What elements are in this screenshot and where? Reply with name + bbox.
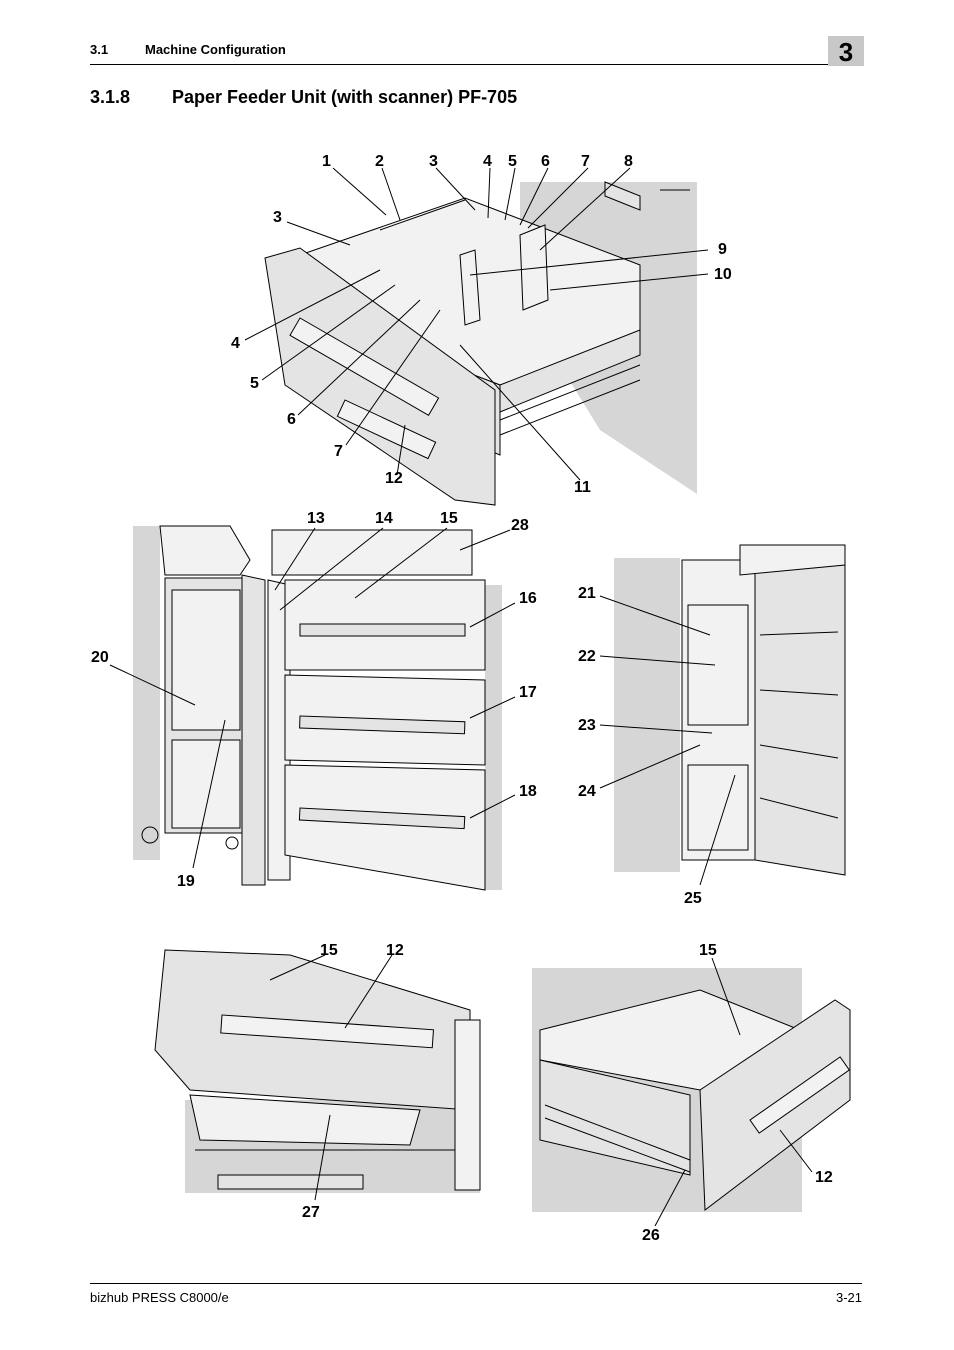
fig4-label-27: 27 bbox=[302, 1204, 320, 1221]
fig3-label-23: 23 bbox=[578, 717, 596, 734]
fig1-label-10: 10 bbox=[714, 266, 732, 283]
figure-tray-open: 1 2 3 4 5 6 7 8 9 10 3 4 5 6 7 12 11 bbox=[231, 153, 732, 506]
fig2-label-19: 19 bbox=[177, 873, 195, 890]
fig1-label-11: 11 bbox=[574, 479, 591, 496]
fig2-label-14: 14 bbox=[375, 510, 393, 527]
fig2-label-15: 15 bbox=[440, 510, 458, 527]
footer-rule bbox=[90, 1283, 862, 1284]
section-title: Paper Feeder Unit (with scanner) PF-705 bbox=[172, 87, 518, 107]
fig1-label-7b: 7 bbox=[334, 443, 343, 460]
fig2-label-16: 16 bbox=[519, 590, 537, 607]
fig3-label-24: 24 bbox=[578, 783, 596, 800]
fig1-label-3b: 3 bbox=[273, 209, 282, 226]
fig1-label-6b: 6 bbox=[287, 411, 296, 428]
fig1-label-5: 5 bbox=[508, 153, 517, 170]
fig2-label-28: 28 bbox=[511, 517, 529, 534]
fig1-label-7: 7 bbox=[581, 153, 590, 170]
fig1-label-2: 2 bbox=[375, 153, 384, 170]
fig1-label-4b: 4 bbox=[231, 335, 240, 352]
fig1-label-12: 12 bbox=[385, 470, 403, 487]
fig2-label-20: 20 bbox=[91, 649, 109, 666]
footer-page-number: 3-21 bbox=[835, 1290, 862, 1305]
header-section-title: Machine Configuration bbox=[145, 42, 286, 57]
footer-product: bizhub PRESS C8000/e bbox=[90, 1290, 229, 1305]
figure-cover-lifted: 15 12 27 bbox=[154, 942, 481, 1221]
fig1-label-9: 9 bbox=[718, 241, 727, 258]
fig3-label-21: 21 bbox=[578, 585, 596, 602]
fig1-label-8: 8 bbox=[624, 153, 633, 170]
fig5-label-15: 15 bbox=[699, 942, 717, 959]
fig2-label-17: 17 bbox=[519, 684, 537, 701]
fig1-label-1: 1 bbox=[322, 153, 331, 170]
header-rule bbox=[90, 64, 862, 65]
figure-feeder-door-open: 21 22 23 24 25 bbox=[578, 544, 846, 907]
header-section-number: 3.1 bbox=[90, 42, 109, 57]
fig2-label-13: 13 bbox=[307, 510, 325, 527]
fig5-label-12: 12 bbox=[815, 1169, 833, 1186]
fig1-label-4: 4 bbox=[483, 153, 492, 170]
figure-feeder-front: 13 14 15 28 16 17 18 20 19 bbox=[91, 510, 537, 891]
chapter-badge: 3 bbox=[828, 36, 864, 67]
fig4-label-12: 12 bbox=[386, 942, 404, 959]
fig1-label-6: 6 bbox=[541, 153, 550, 170]
fig2-label-18: 18 bbox=[519, 783, 537, 800]
fig1-label-3: 3 bbox=[429, 153, 438, 170]
fig1-label-5b: 5 bbox=[250, 375, 259, 392]
section-number: 3.1.8 bbox=[90, 87, 131, 107]
fig4-label-15: 15 bbox=[320, 942, 338, 959]
figure-tray-pulled: 15 12 26 bbox=[532, 942, 851, 1244]
fig5-label-26: 26 bbox=[642, 1227, 660, 1244]
fig3-label-25: 25 bbox=[684, 890, 702, 907]
fig3-label-22: 22 bbox=[578, 648, 596, 665]
